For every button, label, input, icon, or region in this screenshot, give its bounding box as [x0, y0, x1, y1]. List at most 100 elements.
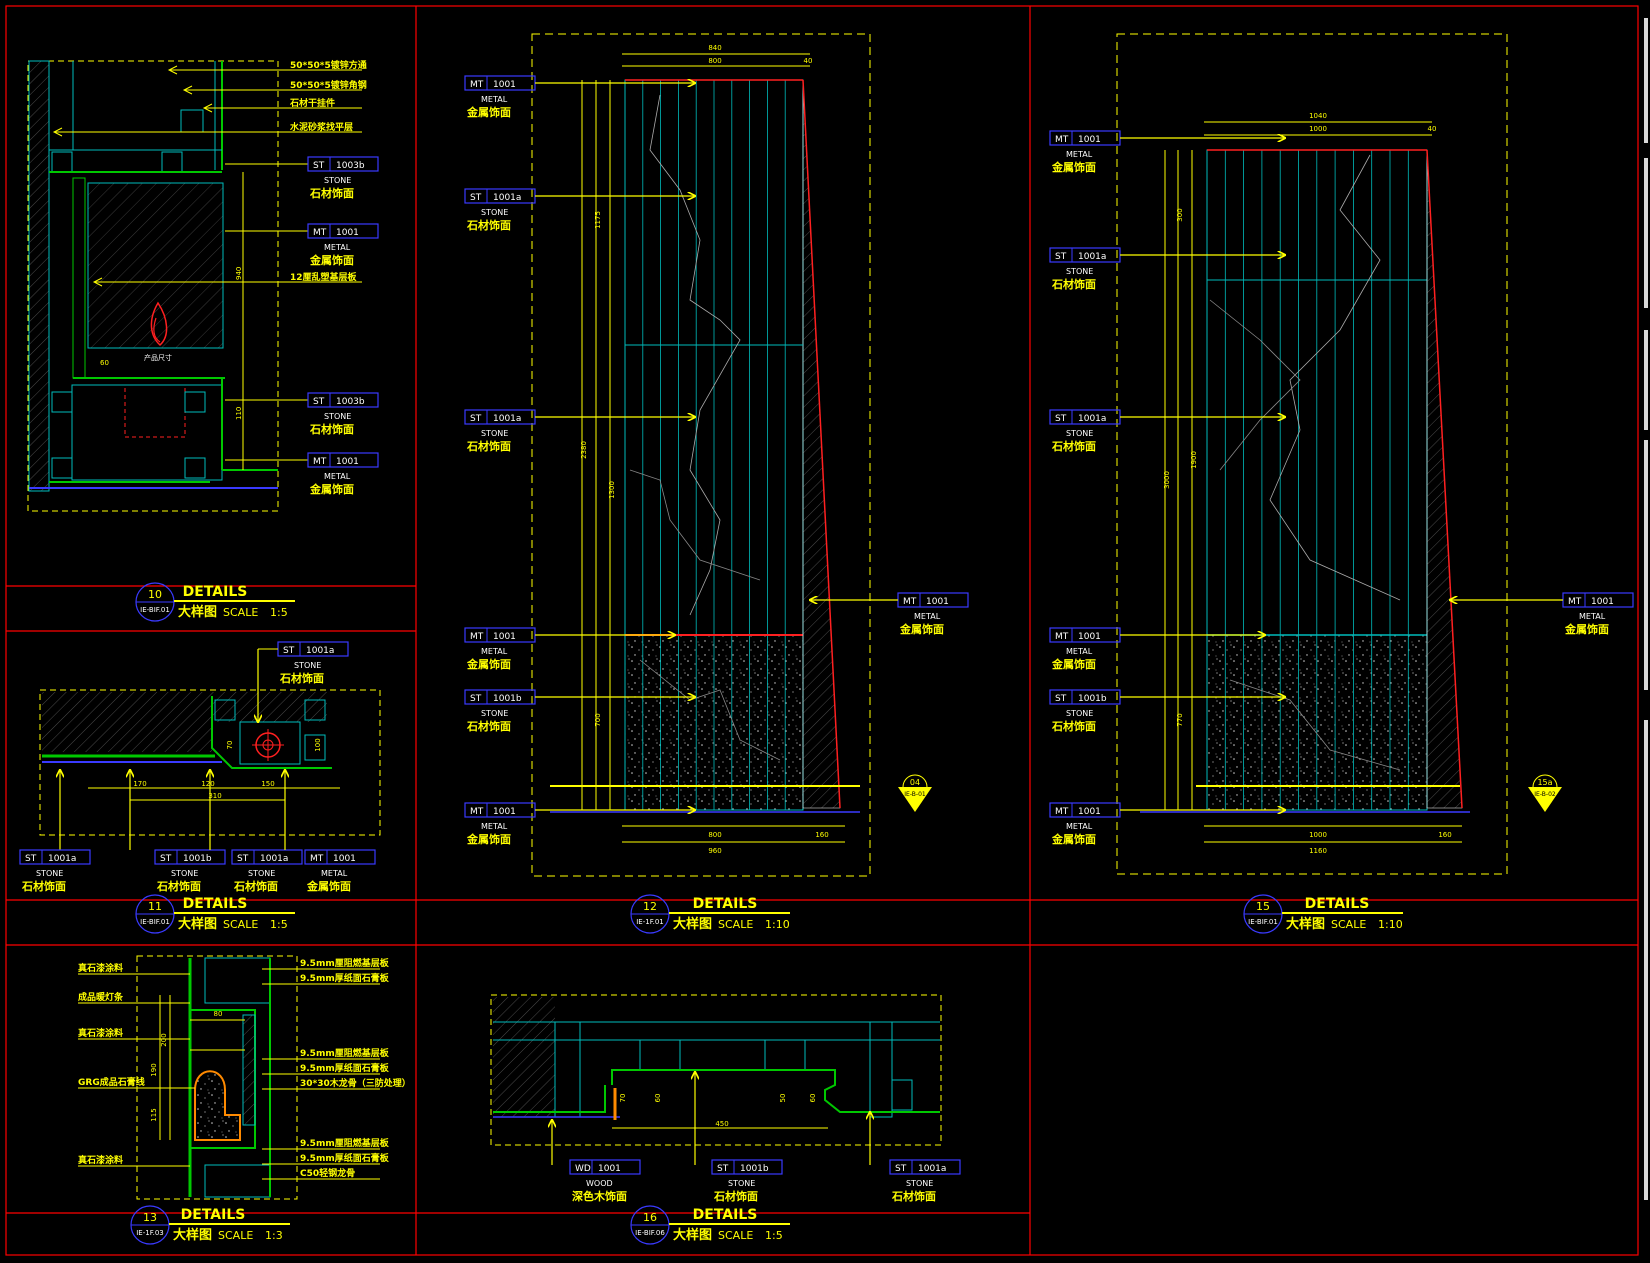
- d11-callout-top-cn: 石材饰面: [279, 671, 324, 685]
- d12-callout-2-en: STONE: [481, 429, 508, 438]
- d11-callout-1-cn: 石材饰面: [156, 879, 201, 893]
- d15-callout-4-number: 1001b: [1078, 694, 1107, 704]
- d10-note-arrow-0: [167, 65, 178, 75]
- title-t16-subtitle: 大样图: [673, 1227, 712, 1243]
- title-t15-scale: 1:10: [1378, 918, 1403, 931]
- d11-callout-1-en: STONE: [171, 869, 198, 878]
- d16-callout-stone-b-number: 1001b: [740, 1164, 769, 1174]
- d12-callout-2-number: 1001a: [493, 414, 521, 424]
- d12-callout-2-code: ST: [470, 414, 482, 424]
- d11-callout-3-en: METAL: [321, 869, 348, 878]
- d11-callout-0-box: [19, 849, 91, 865]
- d10-callout-1-code: MT: [313, 228, 327, 238]
- d13-dim-80: 80: [214, 1010, 223, 1018]
- d11-callout-1-box: [154, 849, 226, 865]
- detail-13-notes: 真石漆涂料成品暖灯条真石漆涂料GRG成品石膏线真石漆涂料9.5mm厘阻燃基层板9…: [78, 957, 411, 1180]
- d13-right-note-6: 9.5mm厚纸面石膏板: [300, 1152, 390, 1164]
- d11-callout-0-en: STONE: [36, 869, 63, 878]
- d10-callout-1-box: [307, 223, 379, 239]
- d12-callout-3-code: MT: [470, 632, 484, 642]
- scroll-thumb-4[interactable]: [1644, 440, 1648, 690]
- title-t11-subtitle: 大样图: [178, 916, 217, 932]
- d10-dim-60: 60: [100, 359, 109, 367]
- d15-callout-4-en: STONE: [1066, 709, 1093, 718]
- title-t11-ref: IE-BIF.01: [140, 918, 170, 926]
- detail-10-notes: 50*50*5镀锌方通50*50*5镀锌角钢石材干挂件水泥砂浆找平层12厘乱塑基…: [52, 59, 367, 287]
- d13-dim-190: 190: [150, 1063, 158, 1076]
- d11-callout-3-code: MT: [310, 854, 324, 864]
- svg-text:15a: 15a: [1537, 778, 1552, 787]
- d11-dim-120: 120: [201, 780, 214, 788]
- d10-callout-2-cn: 石材饰面: [309, 422, 354, 436]
- d15-callout-4-code: ST: [1055, 694, 1067, 704]
- d13-right-note-5: 9.5mm厘阻燃基层板: [300, 1137, 390, 1149]
- d15-callout-5-code: MT: [1055, 807, 1069, 817]
- d11-callout-2-code: ST: [237, 854, 249, 864]
- d10-note-arrow-2: [202, 103, 213, 113]
- scroll-thumb-3[interactable]: [1644, 330, 1648, 430]
- d15-dim-3000: 3000: [1163, 471, 1171, 489]
- d15-callout-0-en: METAL: [1066, 150, 1093, 159]
- d12-dim-800: 800: [708, 57, 721, 65]
- d10-callout-0-cn: 石材饰面: [309, 186, 354, 200]
- d15-callout-right-number: 1001: [1591, 597, 1614, 607]
- d15-callout-0-number: 1001: [1078, 135, 1101, 145]
- d10-note-arrow-4: [92, 277, 103, 287]
- d10-callout-2-number: 1003b: [336, 397, 365, 407]
- d11-dim-100: 100: [314, 738, 322, 751]
- d12-callout-right-code: MT: [903, 597, 917, 607]
- d10-callout-0-en: STONE: [324, 176, 351, 185]
- scroll-thumb-2[interactable]: [1644, 158, 1648, 308]
- title-t10-scale: 1:5: [270, 606, 288, 619]
- d12-callout-1-code: ST: [470, 193, 482, 203]
- d15-dim-1000: 1000: [1309, 125, 1327, 133]
- scroll-thumb-5[interactable]: [1644, 720, 1648, 1200]
- d12-callout-5-en: METAL: [481, 822, 508, 831]
- d12-callout-3-cn: 金属饰面: [466, 657, 511, 671]
- d12-callout-1-en: STONE: [481, 208, 508, 217]
- d11-callout-top-number: 1001a: [306, 646, 334, 656]
- vertical-scrollbar[interactable]: [1640, 0, 1650, 1259]
- d11-callout-0-code: ST: [25, 854, 37, 864]
- d13-dim-200: 200: [160, 1033, 168, 1046]
- d12-dim-960: 960: [708, 847, 721, 855]
- d15-callout-3-code: MT: [1055, 632, 1069, 642]
- d16-dim-60b: 60: [809, 1094, 817, 1103]
- d16-callout-stone-a-en: STONE: [906, 1179, 933, 1188]
- d11-dim-310: 310: [208, 792, 221, 800]
- title-t12-ref: IE-1F.01: [636, 918, 664, 926]
- title-t15-subtitle: 大样图: [1286, 916, 1325, 932]
- scroll-thumb-1[interactable]: [1644, 18, 1648, 143]
- d10-note-1: 50*50*5镀锌角钢: [290, 79, 367, 91]
- d11-callout-3-cn: 金属饰面: [306, 879, 351, 893]
- d13-left-note-4: 真石漆涂料: [78, 1154, 123, 1166]
- d15-callout-right-code: MT: [1568, 597, 1582, 607]
- d15-callout-3-number: 1001: [1078, 632, 1101, 642]
- d15-callout-2-cn: 石材饰面: [1051, 439, 1096, 453]
- d16-callout-stone-b-cn: 石材饰面: [713, 1189, 758, 1203]
- d11-dim-170: 170: [133, 780, 146, 788]
- title-t15-ref: IE-BIF.01: [1248, 918, 1278, 926]
- title-t10-subtitle: 大样图: [178, 604, 217, 620]
- d11-dim-150: 150: [261, 780, 274, 788]
- d11-callout-2-number: 1001a: [260, 854, 288, 864]
- d16-callout-wood-en: WOOD: [586, 1179, 613, 1188]
- d10-callout-3-en: METAL: [324, 472, 351, 481]
- d15-callout-5-cn: 金属饰面: [1051, 832, 1096, 846]
- d11-callout-0-number: 1001a: [48, 854, 76, 864]
